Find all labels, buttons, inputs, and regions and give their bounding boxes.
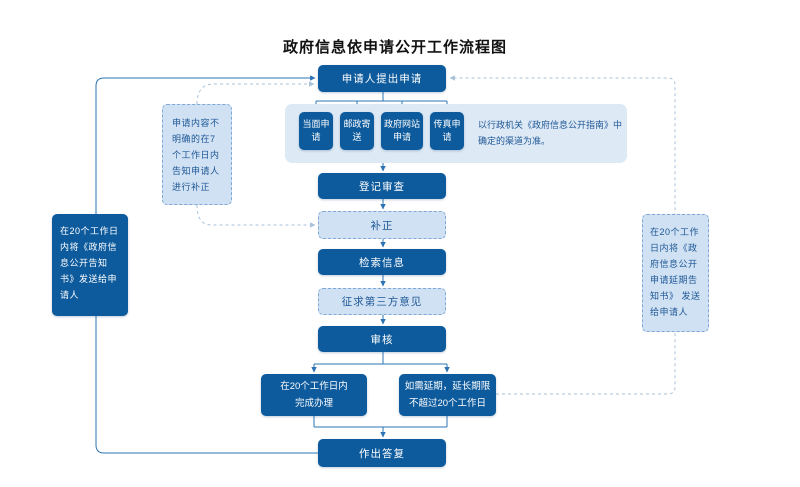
annotation-correction-note: 申请内容不明确的在7个工作日内告知申请人进行补正 [162,104,232,205]
node-channel-website: 政府网站申请 [381,112,423,150]
page-title: 政府信息依申请公开工作流程图 [282,39,507,56]
node-complete-line1: 在20个工作日内 [280,380,348,392]
channel-postal-label: 邮政寄送 [343,118,371,142]
node-delay-line2: 不超过20个工作日 [408,398,487,409]
node-delay: 如需延期，延长期限 不超过20个工作日 [399,374,496,416]
node-register-label: 登记审查 [359,180,405,193]
node-complete: 在20个工作日内 完成办理 [261,374,367,416]
node-reply: 作出答复 [318,439,446,467]
node-delay-line1: 如需延期，延长期限 [404,380,491,392]
node-third-party-label: 征求第三方意见 [341,296,423,308]
channels-note: 以行政机关《政府信息公开指南》中确定的渠道为准。 [478,120,623,147]
node-reply-label: 作出答复 [359,447,405,460]
node-channel-in-person: 当面申请 [299,112,333,150]
node-correction-label: 补正 [370,219,394,232]
node-apply-label: 申请人提出申请 [341,73,423,85]
node-review: 审核 [318,326,446,352]
channel-website-label: 政府网站申请 [383,118,420,142]
channel-in-person-label: 当面申请 [302,118,330,142]
node-search: 检索信息 [318,249,446,275]
node-apply: 申请人提出申请 [318,65,446,92]
annotation-right-delay-notice: 在20个工作日内将《政府信息公开申请延期告知书》 发送给申请人 [642,214,709,332]
annotation-left-notice: 在20个工作日内将《政府信息公开告知书》发送给申请人 [52,214,128,316]
node-complete-line2: 完成办理 [294,398,333,409]
node-register: 登记审查 [318,173,446,199]
node-third-party: 征求第三方意见 [318,288,446,315]
node-correction: 补正 [318,211,446,239]
node-channel-postal: 邮政寄送 [340,112,374,150]
channel-fax-label: 传真申请 [433,118,461,142]
node-channel-fax: 传真申请 [430,112,464,150]
node-search-label: 检索信息 [359,256,405,269]
node-review-label: 审核 [370,333,394,346]
